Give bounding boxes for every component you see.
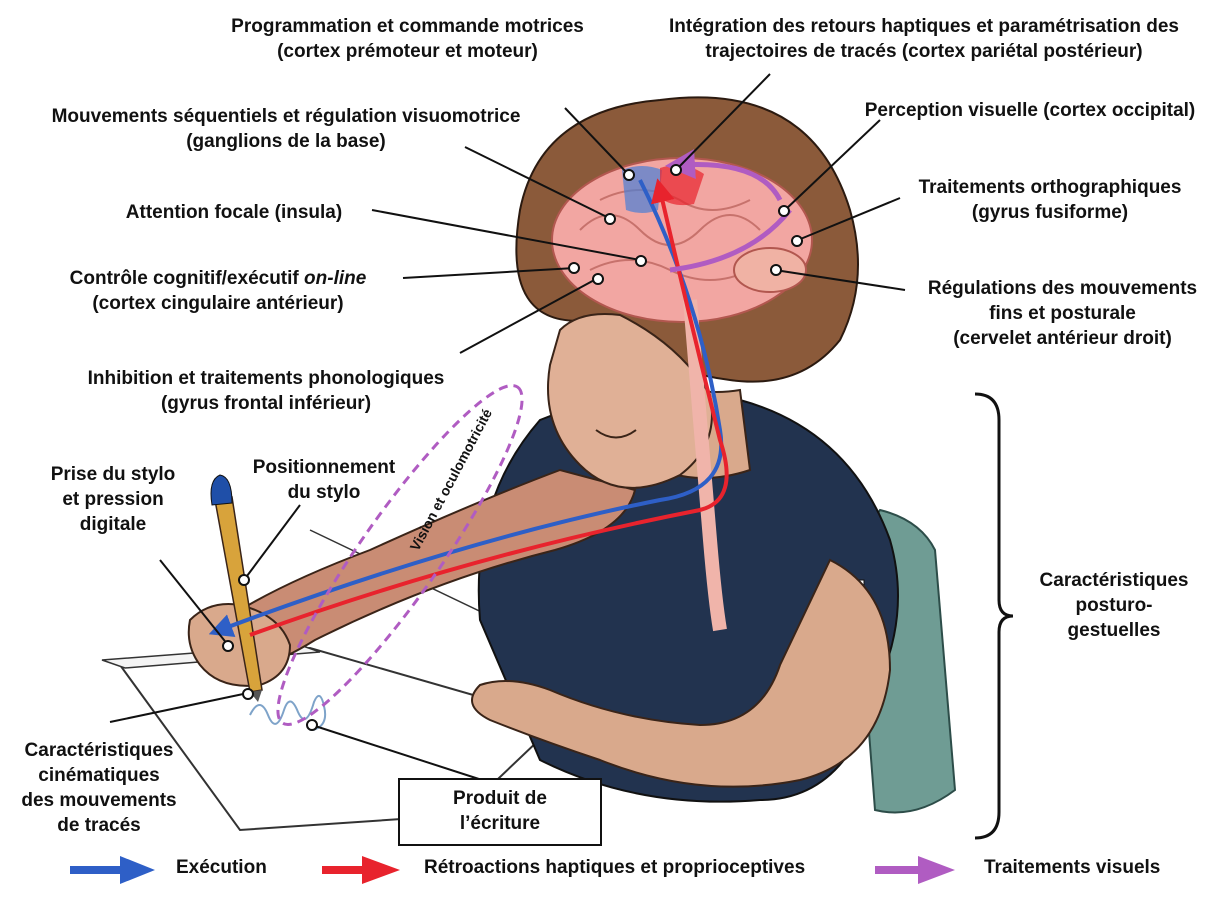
label-cingulate-cortex: Contrôle cognitif/exécutif on-line (cort… [30,266,406,316]
legend-label-visual: Traitements visuels [984,857,1160,879]
label-basal-ganglia: Mouvements séquentiels et régulation vis… [12,104,560,154]
label-fusiform-gyrus: Traitements orthographiques (gyrus fusif… [900,175,1200,225]
label-motor-cortex: Programmation et commande motrices (cort… [195,14,620,64]
legend-arrow-visual [875,856,955,884]
label-insula: Attention focale (insula) [100,200,368,225]
posture-bracket [975,394,1013,838]
label-parietal-cortex: Intégration des retours haptiques et par… [634,14,1214,64]
label-pen-positioning: Positionnement du stylo [234,455,414,505]
product-box: Produit de l’écriture [398,778,602,846]
label-posture: Caractéristiques posturo- gestuelles [1024,568,1204,643]
legend-label-execution: Exécution [176,857,267,879]
label-frontal-gyrus: Inhibition et traitements phonologiques … [60,366,472,416]
label-product: Produit de l’écriture [400,780,600,836]
legend-label-feedback: Rétroactions haptiques et proprioceptive… [424,857,805,879]
label-kinematic: Caractéristiques cinématiques des mouvem… [0,738,198,838]
legend-arrow-feedback [322,856,400,884]
label-cerebellum: Régulations des mouvements fins et postu… [910,276,1215,351]
label-pen-grip: Prise du stylo et pression digitale [28,462,198,537]
label-occipital-cortex: Perception visuelle (cortex occipital) [845,98,1215,123]
legend-arrow-execution [70,856,155,884]
